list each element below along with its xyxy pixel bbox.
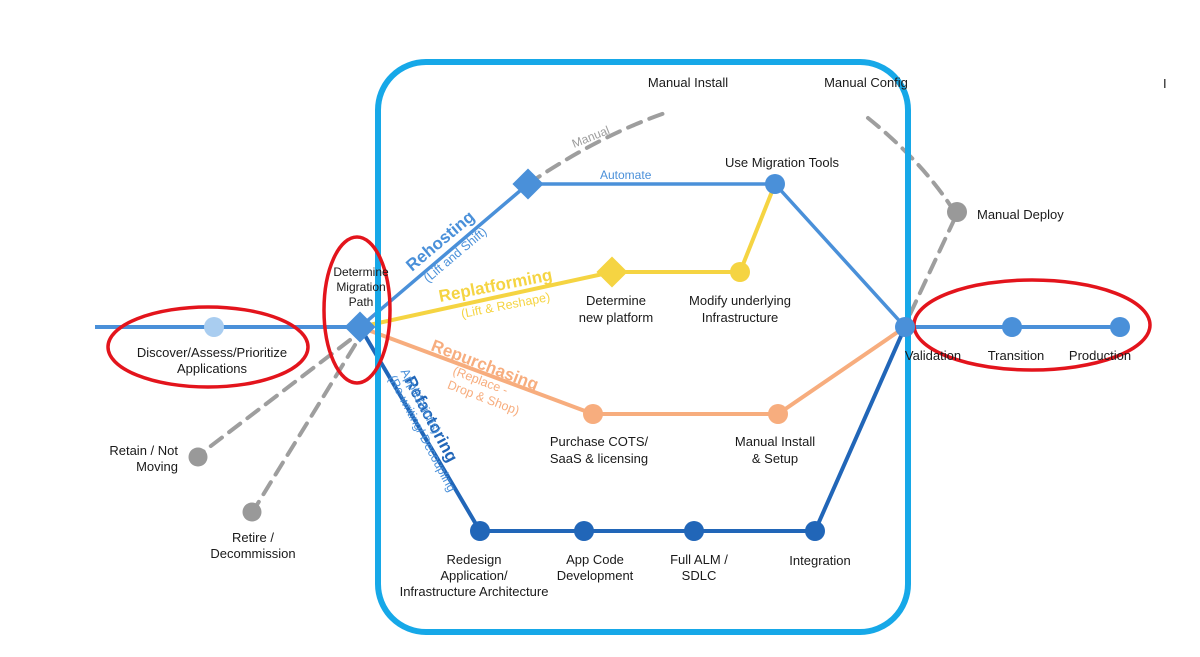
label-line: Purchase COTS/	[550, 434, 649, 449]
label-determine-platform: Determine new platform	[579, 293, 653, 325]
stray-mark: I	[1163, 76, 1167, 91]
label-line: Determine	[333, 265, 389, 279]
node-manual-deploy	[947, 202, 967, 222]
node-full-alm	[684, 521, 704, 541]
label-line: Infrastructure	[702, 310, 779, 325]
nodes	[188, 168, 1130, 541]
label-line: Moving	[136, 459, 178, 474]
label-manual-install-setup: Manual Install & Setup	[735, 434, 815, 466]
manual-edge	[526, 110, 670, 186]
repurchasing-line	[359, 325, 907, 416]
highlight-discover	[106, 305, 310, 389]
label-retire: Retire /Decommission	[210, 530, 295, 561]
label-line: Migration	[336, 280, 385, 294]
label-line: Infrastructure Architecture	[400, 584, 549, 599]
label-line: App Code	[566, 552, 624, 567]
label-line: Retire /	[232, 530, 274, 545]
label-line: Application/	[440, 568, 508, 583]
node-retain	[188, 447, 208, 467]
label-manual-install-top: Manual Install	[648, 75, 728, 90]
label-line: Redesign	[447, 552, 502, 567]
label-integration: Integration	[789, 553, 850, 568]
label-purchase-cots: Purchase COTS/SaaS & licensing	[550, 434, 649, 466]
label-line: SDLC	[682, 568, 717, 583]
label-line: Discover/Assess/Prioritize	[137, 345, 287, 360]
label-line: Full ALM /	[670, 552, 728, 567]
refactoring-line	[358, 325, 907, 533]
label-full-alm: Full ALM /SDLC	[670, 552, 728, 583]
label-line: Modify underlying	[689, 293, 791, 308]
node-redesign	[470, 521, 490, 541]
label-manual-deploy: Manual Deploy	[977, 207, 1064, 222]
retain-edge	[201, 338, 352, 454]
label-production: Production	[1069, 348, 1131, 363]
label-use-migration-tools: Use Migration Tools	[725, 155, 839, 170]
node-validation	[895, 317, 915, 337]
node-integration	[805, 521, 825, 541]
manual-deploy-edge	[903, 216, 957, 327]
label-line: Applications	[177, 361, 248, 376]
label-line: Decommission	[210, 546, 295, 561]
label-line: Path	[349, 295, 374, 309]
route-labels: Rehosting (Lift and Shift) Replatforming…	[385, 207, 554, 494]
node-manual-install-setup	[768, 404, 788, 424]
node-determine-path	[344, 311, 376, 343]
node-discover	[204, 317, 224, 337]
node-purchase-cots	[583, 404, 603, 424]
label-line: Development	[557, 568, 634, 583]
node-retire	[242, 502, 262, 522]
manual-config-edge	[866, 116, 952, 207]
node-use-migration-tools	[765, 174, 785, 194]
highlight-determine-path	[322, 235, 392, 385]
node-determine-platform	[596, 256, 628, 288]
label-transition: Transition	[988, 348, 1045, 363]
node-production	[1110, 317, 1130, 337]
label-line: new platform	[579, 310, 653, 325]
label-line: Determine	[586, 293, 646, 308]
node-modify-infra	[730, 262, 750, 282]
label-line: Retain / Not	[109, 443, 178, 458]
label-line: Manual Install	[735, 434, 815, 449]
replatforming-line	[359, 183, 777, 329]
label-validation: Validation	[905, 348, 961, 363]
node-app-code	[574, 521, 594, 541]
label-line: SaaS & licensing	[550, 451, 648, 466]
label-manual-config: Manual Config	[824, 75, 908, 90]
edge-automate-label: Automate	[600, 168, 652, 182]
rehosting-line	[358, 182, 907, 329]
retire-edge	[253, 343, 357, 510]
label-line: & Setup	[752, 451, 798, 466]
migration-frame	[375, 59, 911, 635]
node-transition	[1002, 317, 1022, 337]
